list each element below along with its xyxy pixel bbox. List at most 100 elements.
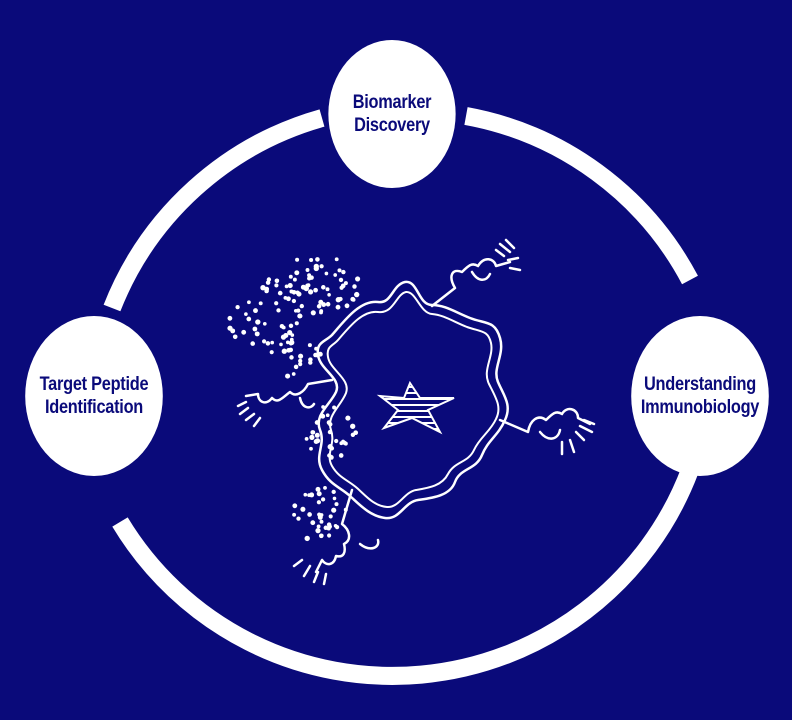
- particle-dot: [314, 432, 320, 438]
- particle-dot: [291, 372, 296, 376]
- particle-dot: [292, 503, 298, 509]
- node-label-line1: Biomarker: [352, 92, 432, 113]
- particle-dot: [274, 301, 279, 306]
- particle-dot: [327, 293, 331, 297]
- ring-arc-top-left: [103, 109, 325, 312]
- particle-dot: [269, 350, 274, 355]
- particle-dot: [355, 276, 361, 282]
- particle-dot: [320, 497, 326, 502]
- particle-dot: [296, 308, 301, 313]
- particle-dot: [277, 290, 283, 296]
- particle-dot: [281, 348, 287, 354]
- particle-dot: [324, 271, 329, 276]
- particle-dot: [252, 326, 258, 332]
- particle-dot: [309, 434, 315, 440]
- nucleus: [376, 380, 455, 435]
- particle-dot: [305, 283, 310, 288]
- particle-dot: [319, 519, 324, 524]
- particle-dot: [327, 444, 333, 450]
- particle-dot: [335, 304, 341, 310]
- particle-dot: [279, 342, 283, 347]
- particle-dot: [325, 413, 330, 418]
- node-label-line1: Understanding: [644, 374, 756, 395]
- particle-dot: [321, 405, 325, 409]
- receptor-upper-right: [430, 258, 512, 308]
- particle-dot: [316, 524, 321, 529]
- particle-dot: [300, 506, 306, 512]
- particle-dot: [352, 284, 357, 289]
- particle-dot: [316, 500, 322, 505]
- particle-dot: [292, 512, 297, 517]
- particle-dot: [323, 486, 327, 490]
- receptor-right: [498, 407, 592, 434]
- node-label-line2: Immunobiology: [640, 397, 760, 418]
- particle-dot: [298, 353, 304, 359]
- particle-dot: [315, 257, 320, 262]
- particle-dot: [241, 329, 247, 335]
- particle-dot: [304, 437, 309, 441]
- particle-dot: [319, 264, 324, 269]
- particle-dot: [323, 525, 329, 531]
- particle-dot: [351, 297, 356, 302]
- particle-dot: [260, 285, 266, 291]
- receptors: [236, 238, 596, 586]
- cell-membrane-outer: [316, 280, 509, 520]
- particle-dot: [262, 321, 267, 326]
- particle-dot: [313, 287, 318, 293]
- particle-dot: [298, 358, 303, 364]
- particle-dot: [354, 291, 360, 298]
- particle-dot: [328, 422, 333, 427]
- particle-dot: [335, 525, 340, 530]
- particle-dot: [304, 535, 310, 542]
- particle-dot: [305, 268, 310, 272]
- cell-membrane-inner: [326, 291, 500, 508]
- particle-dot: [285, 340, 290, 345]
- particle-dot: [332, 405, 337, 410]
- particle-dot: [288, 347, 294, 353]
- particle-dot: [315, 527, 321, 534]
- particle-dot: [318, 299, 324, 305]
- node-label-line2: Identification: [44, 397, 144, 418]
- particle-dot: [320, 413, 326, 419]
- particle-dot: [313, 263, 319, 270]
- particle-dot: [310, 430, 315, 435]
- particle-dot: [325, 287, 330, 292]
- particle-dot: [307, 512, 312, 517]
- particle-dot: [338, 296, 343, 302]
- particle-dot: [309, 257, 314, 263]
- particle-dot: [246, 316, 252, 322]
- particle-dot: [300, 284, 306, 290]
- particle-dot: [290, 333, 295, 337]
- particle-dot: [235, 304, 240, 310]
- particle-dot: [250, 341, 256, 346]
- particle-dot: [280, 334, 287, 340]
- particle-dot: [339, 441, 344, 446]
- particle-dot: [318, 533, 324, 539]
- particle-dot: [253, 308, 258, 314]
- particle-dot: [292, 277, 297, 282]
- particle-dot: [316, 491, 322, 497]
- particle-dot: [298, 314, 303, 319]
- particle-dot: [314, 346, 319, 351]
- particle-dot: [230, 328, 236, 334]
- particle-dot: [287, 283, 293, 289]
- particle-dot: [288, 274, 293, 279]
- particle-dot: [298, 362, 303, 367]
- particle-dot: [332, 496, 337, 501]
- particle-dot: [334, 257, 339, 262]
- cycle-ring: [103, 107, 699, 685]
- particle-dot: [288, 341, 293, 346]
- particle-dot: [344, 303, 350, 309]
- receptor-lower-left: [314, 488, 354, 574]
- particle-dot: [294, 270, 300, 276]
- particle-dot: [293, 364, 299, 370]
- particle-dot: [328, 514, 333, 519]
- particle-dot: [232, 334, 238, 340]
- ring-arc-bottom: [112, 466, 699, 685]
- node-label-line2: Discovery: [354, 115, 430, 136]
- particle-dot: [296, 516, 301, 521]
- particle-dot: [310, 310, 316, 316]
- particle-dot: [329, 455, 334, 460]
- particle-dot: [276, 308, 281, 313]
